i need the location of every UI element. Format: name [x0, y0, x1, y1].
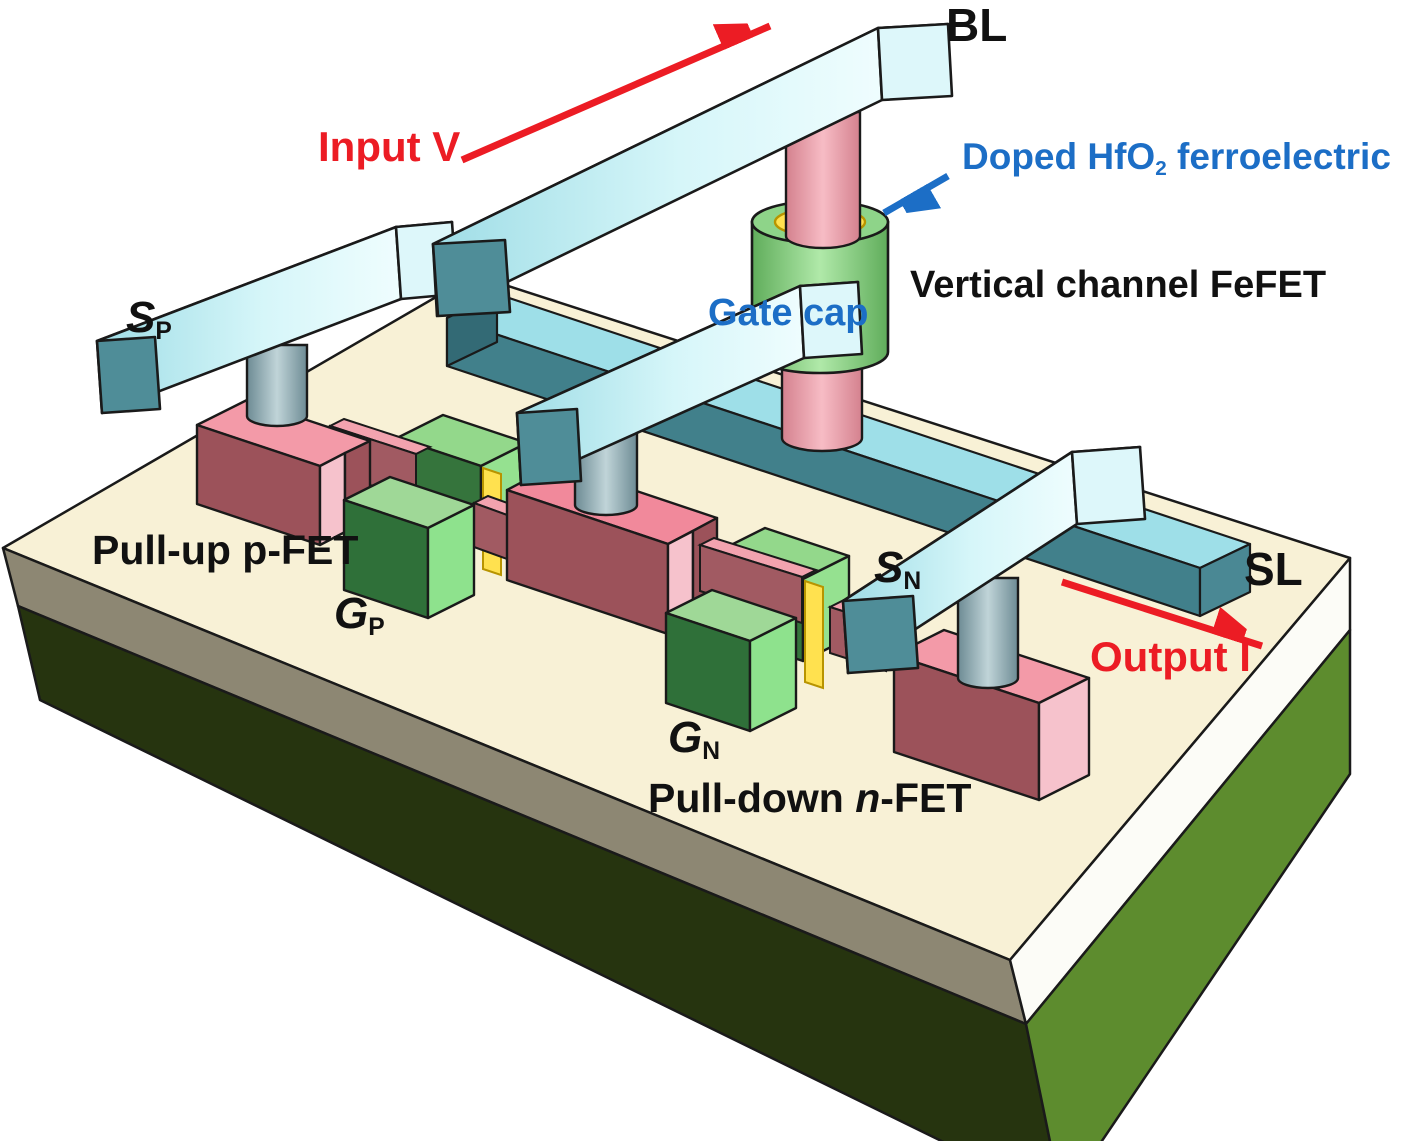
- output-current-label: Output I: [1090, 636, 1251, 678]
- gn-ferroelectric-liner: [804, 579, 824, 690]
- ferroelectric-pointer-arrow: [882, 172, 950, 213]
- gn-sub: N: [702, 737, 721, 765]
- gate-cap-text: Gate cap: [708, 292, 869, 334]
- gp-terminal-label: GP: [334, 592, 385, 641]
- bulk-front-face: [16, 604, 1052, 1141]
- vertical-channel-lower: [780, 350, 864, 453]
- gn-terminal-label: GN: [668, 716, 720, 765]
- gn-gate-front-block: [664, 588, 798, 733]
- sn-via-cylinder: [956, 576, 1020, 690]
- vertical-channel-label: Vertical channel FeFET: [910, 266, 1326, 304]
- sn-terminal-label: SN: [874, 546, 921, 595]
- output-current-arrow: [1060, 578, 1264, 650]
- pull-down-post: -FET: [880, 775, 972, 821]
- gn-front-right: [748, 616, 798, 733]
- hfo2-pre: Doped HfO: [962, 136, 1156, 177]
- sn-metal-bar: [841, 445, 1147, 675]
- gp-sub: P: [368, 613, 385, 641]
- sp-terminal-label: SP: [126, 296, 172, 345]
- pull-down-n: n: [855, 775, 881, 821]
- bulk-right-face: [1024, 628, 1352, 1141]
- sp-bar-left-end: [95, 335, 162, 415]
- gp-gate-front-block: [342, 475, 476, 620]
- hfo2-sub: 2: [1155, 156, 1167, 180]
- source-line-label: SL: [1244, 546, 1303, 592]
- gate-line-bar: [515, 280, 864, 487]
- input-voltage-label: Input V: [318, 126, 460, 168]
- input-voltage-arrow: [460, 26, 772, 164]
- gp-main: G: [334, 589, 369, 638]
- sn-bar-right-end: [1070, 445, 1147, 526]
- gate-bar-left-end: [515, 407, 583, 487]
- sp-main: S: [126, 293, 156, 342]
- sn-main: S: [874, 543, 904, 592]
- hfo2-post: ferroelectric: [1166, 136, 1391, 177]
- pull-down-pre: Pull-down: [648, 775, 856, 821]
- sn-sub: N: [903, 567, 922, 595]
- fin3-front: [699, 543, 803, 625]
- pull-down-label: Pull-down n-FET: [648, 778, 971, 819]
- sp-via-cylinder: [245, 343, 309, 428]
- ferroelectric-label: Doped HfO2 ferroelectric: [962, 138, 1391, 180]
- input-v-text: Input V: [318, 123, 461, 170]
- bit-line-label: BL: [946, 2, 1007, 48]
- bit-line-bar: [431, 22, 954, 318]
- output-i-text: Output I: [1090, 633, 1251, 680]
- sl-strip-right-end: [1198, 542, 1252, 618]
- bl-text: BL: [946, 0, 1008, 51]
- sn-bar-left-end: [841, 594, 920, 675]
- pd-block-right: [1037, 676, 1091, 802]
- gn-main: G: [668, 713, 703, 762]
- pull-up-text: Pull-up p-FET: [92, 527, 359, 573]
- pull-up-label: Pull-up p-FET: [92, 530, 358, 571]
- gp-front-right: [426, 503, 476, 620]
- vertical-channel-upper: [784, 110, 862, 250]
- gate-cap-label: Gate cap: [708, 294, 869, 332]
- sp-sub: P: [155, 317, 172, 345]
- gate-bar-right-end: [798, 280, 864, 360]
- bl-bar-left-end: [431, 238, 512, 318]
- fin-segment-3: [697, 536, 819, 625]
- vertical-channel-text: Vertical channel FeFET: [910, 264, 1327, 306]
- pullup-source-contact-block: [195, 398, 372, 547]
- bl-bar-right-end: [876, 22, 954, 102]
- sl-text: SL: [1244, 543, 1303, 595]
